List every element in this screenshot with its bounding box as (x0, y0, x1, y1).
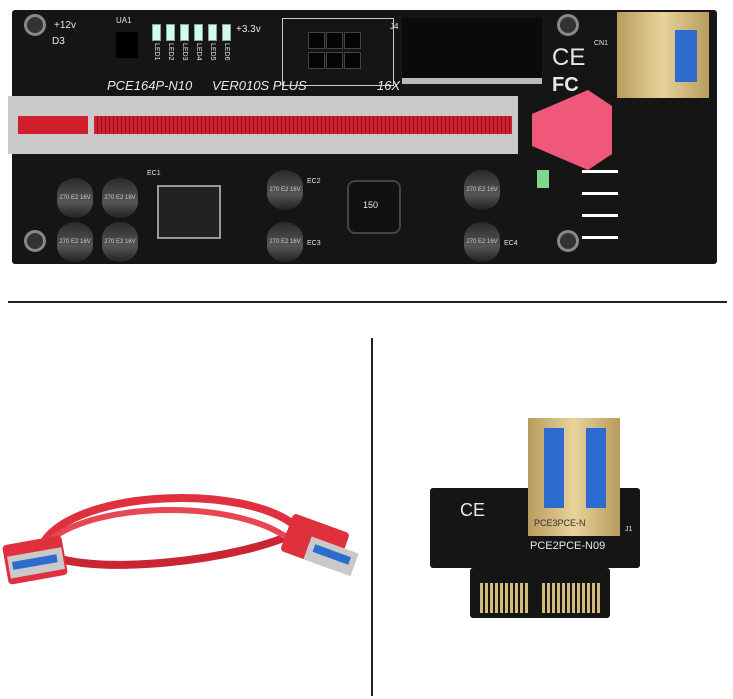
label-ec: EC1 (147, 170, 161, 177)
led (152, 24, 161, 41)
label-ec: EC3 (307, 240, 321, 247)
led-label: LED5 (209, 43, 216, 61)
horizontal-divider (8, 301, 727, 303)
pcie-x16-slot (8, 96, 518, 154)
label-3v3: +3.3v (236, 24, 261, 35)
led (208, 24, 217, 41)
regulator (157, 185, 221, 239)
ce-mark: CE (552, 44, 586, 71)
mount-hole (557, 230, 579, 252)
led-label: LED6 (223, 43, 230, 61)
led-label: LED4 (195, 43, 202, 61)
model-label: PCE2PCE-N09 (530, 540, 606, 552)
inductor: 150 (347, 180, 401, 234)
fuse (537, 170, 549, 188)
capacitor: 270 E2 16V (464, 222, 500, 262)
pcie-x1-adapter: CE PCE2PCE-N09 J1 (430, 488, 640, 618)
inductor-label: 150 (363, 200, 379, 210)
usb-cable (2, 494, 359, 585)
slot-latch (532, 90, 612, 170)
capacitor: 270 E2 16V (464, 170, 500, 210)
led (194, 24, 203, 41)
vertical-divider (371, 338, 373, 696)
ce-mark: CE (460, 500, 486, 520)
capacitor: 270 E2 16V (267, 222, 303, 262)
slot-label: 16X (377, 78, 401, 93)
capacitor: 270 E2 16V (57, 178, 93, 218)
connector-j4 (402, 18, 542, 84)
label-12v: +12v (54, 20, 76, 31)
usb-port (617, 12, 709, 98)
version-label: VER010S PLUS (212, 78, 307, 93)
label-d3: D3 (52, 36, 65, 47)
capacitor: 270 E2 16V (57, 222, 93, 262)
led-label: LED2 (167, 43, 174, 61)
label-cn1: CN1 (594, 40, 609, 47)
riser-board: +12v D3 UA1 LED1 LED2 LED3 LED4 LED5 LED… (8, 10, 717, 264)
led (180, 24, 189, 41)
power-connector-outline (282, 18, 394, 86)
usb-label: PCE3PCE-N (534, 518, 586, 528)
mount-hole (24, 230, 46, 252)
label-j1: J1 (625, 526, 633, 533)
label-ec: EC2 (307, 178, 321, 185)
jumper-pins (582, 170, 618, 242)
model-label: PCE164P-N10 (107, 78, 193, 93)
led (222, 24, 231, 41)
capacitor: 270 E2 16V (102, 222, 138, 262)
usb-port: PCE3PCE-N (528, 418, 620, 536)
fcc-mark: FC (552, 74, 579, 96)
led (166, 24, 175, 41)
capacitor: 270 E2 16V (267, 170, 303, 210)
led-label: LED1 (153, 43, 160, 61)
mount-hole (557, 14, 579, 36)
mount-hole (24, 14, 46, 36)
label-ua1: UA1 (116, 16, 132, 25)
chip (116, 32, 138, 58)
label-ec: EC4 (504, 240, 518, 247)
capacitor: 270 E2 16V (102, 178, 138, 218)
led-label: LED3 (181, 43, 188, 61)
label-j4: J4 (390, 22, 399, 31)
